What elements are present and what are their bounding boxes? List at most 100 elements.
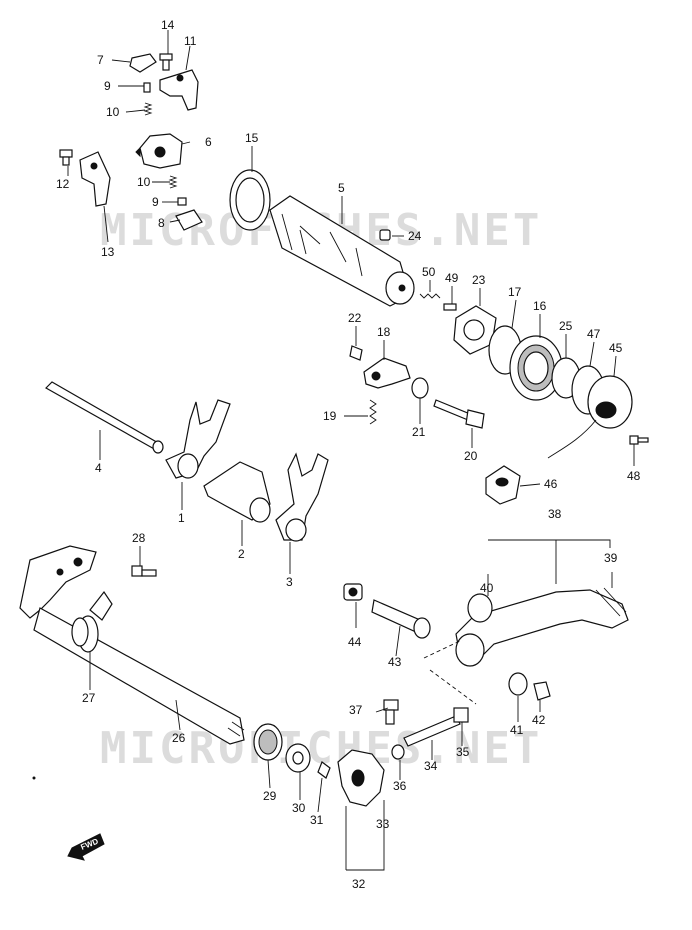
callout-10a: 10 bbox=[106, 105, 120, 119]
pin-49 bbox=[443, 303, 457, 311]
link-dashes bbox=[423, 639, 477, 705]
callout-34: 34 bbox=[424, 759, 438, 773]
callout-41: 41 bbox=[510, 723, 524, 737]
callout-37: 37 bbox=[349, 703, 363, 717]
callout-48: 48 bbox=[627, 469, 641, 483]
callout-21: 21 bbox=[412, 425, 426, 439]
circlip-31 bbox=[317, 761, 331, 779]
pin-9-upper bbox=[143, 82, 151, 93]
circlip-22 bbox=[349, 345, 363, 361]
callout-6: 6 bbox=[205, 135, 212, 149]
fork-shaft-4 bbox=[45, 381, 164, 454]
callout-28: 28 bbox=[132, 531, 146, 545]
pin-24 bbox=[379, 229, 391, 241]
callout-38: 38 bbox=[548, 507, 562, 521]
washer-36 bbox=[391, 744, 405, 760]
oil-seal-27 bbox=[71, 615, 99, 653]
watermark-bottom: MICROFICHES.NET bbox=[100, 723, 542, 774]
bearing-29 bbox=[253, 723, 283, 761]
bolt-28 bbox=[131, 565, 157, 577]
shift-fork-1 bbox=[165, 399, 231, 479]
callout-14: 14 bbox=[161, 18, 175, 32]
callout-32: 32 bbox=[352, 877, 366, 891]
callout-26: 26 bbox=[172, 731, 186, 745]
spring-10-upper bbox=[143, 102, 153, 116]
cam-plate-23 bbox=[453, 305, 497, 355]
callout-9b: 9 bbox=[152, 195, 159, 209]
callout-16: 16 bbox=[533, 299, 547, 313]
arm-18 bbox=[363, 357, 411, 389]
callout-46: 46 bbox=[544, 477, 558, 491]
nut-35 bbox=[453, 707, 469, 723]
callout-22: 22 bbox=[348, 311, 362, 325]
screw-48 bbox=[629, 435, 649, 445]
bolt-37 bbox=[383, 699, 399, 725]
screw-12 bbox=[59, 149, 73, 166]
washer-21 bbox=[411, 377, 429, 399]
shift-fork-3 bbox=[275, 452, 329, 542]
callout-30: 30 bbox=[292, 801, 306, 815]
bearing-16 bbox=[509, 335, 563, 401]
callout-5: 5 bbox=[338, 181, 345, 195]
gearshift-cam-5 bbox=[269, 195, 415, 307]
spring-50 bbox=[419, 293, 441, 299]
callout-49: 49 bbox=[445, 271, 459, 285]
callout-17: 17 bbox=[508, 285, 522, 299]
spring-19 bbox=[369, 399, 377, 425]
callout-35: 35 bbox=[456, 745, 470, 759]
bolt-43 bbox=[371, 599, 431, 639]
joint-40 bbox=[467, 593, 493, 623]
callout-15: 15 bbox=[245, 131, 259, 145]
callout-10b: 10 bbox=[137, 175, 151, 189]
screw-14 bbox=[159, 53, 173, 71]
callout-25: 25 bbox=[559, 319, 573, 333]
leader-lines bbox=[67, 30, 635, 871]
bracket-13 bbox=[79, 151, 111, 207]
nut-44 bbox=[343, 583, 363, 601]
callout-23: 23 bbox=[472, 273, 486, 287]
callout-8: 8 bbox=[158, 216, 165, 230]
callout-36: 36 bbox=[393, 779, 407, 793]
callout-12: 12 bbox=[56, 177, 70, 191]
bearing-15 bbox=[229, 169, 271, 231]
callout-27: 27 bbox=[82, 691, 96, 705]
pin-9-lower bbox=[177, 197, 187, 206]
rod-34 bbox=[403, 715, 461, 747]
callout-20: 20 bbox=[464, 449, 478, 463]
callout-19: 19 bbox=[323, 409, 337, 423]
gearshift-lever-32 bbox=[337, 749, 385, 807]
callout-7: 7 bbox=[97, 53, 104, 67]
spring-10-lower bbox=[168, 175, 178, 189]
callout-4: 4 bbox=[95, 461, 102, 475]
callout-13: 13 bbox=[101, 245, 115, 259]
washer-30 bbox=[285, 743, 311, 773]
callout-18: 18 bbox=[377, 325, 391, 339]
callout-45: 45 bbox=[609, 341, 623, 355]
callout-2: 2 bbox=[238, 547, 245, 561]
callout-29: 29 bbox=[263, 789, 277, 803]
callout-labels: 14 11 7 9 10 6 12 10 9 8 13 15 5 24 50 4… bbox=[56, 18, 641, 891]
callout-3: 3 bbox=[286, 575, 293, 589]
callout-39: 39 bbox=[604, 551, 618, 565]
bolt-20 bbox=[433, 399, 485, 429]
fwd-arrow-icon: FWD bbox=[67, 833, 105, 861]
callout-47: 47 bbox=[587, 327, 601, 341]
plate-7 bbox=[129, 53, 157, 73]
callout-43: 43 bbox=[388, 655, 402, 669]
callout-1: 1 bbox=[178, 511, 185, 525]
callout-31: 31 bbox=[310, 813, 324, 827]
callout-42: 42 bbox=[532, 713, 546, 727]
callout-40: 40 bbox=[480, 581, 494, 595]
callout-44: 44 bbox=[348, 635, 362, 649]
stopper-6 bbox=[135, 133, 183, 169]
stopper-bracket-11 bbox=[159, 69, 199, 111]
switch-45 bbox=[547, 375, 633, 459]
grommet-46 bbox=[485, 465, 521, 505]
callout-33: 33 bbox=[376, 817, 390, 831]
callout-50: 50 bbox=[422, 265, 436, 279]
callout-9a: 9 bbox=[104, 79, 111, 93]
stray-dot bbox=[32, 776, 36, 780]
callout-24: 24 bbox=[408, 229, 422, 243]
circlip-42 bbox=[533, 681, 551, 701]
